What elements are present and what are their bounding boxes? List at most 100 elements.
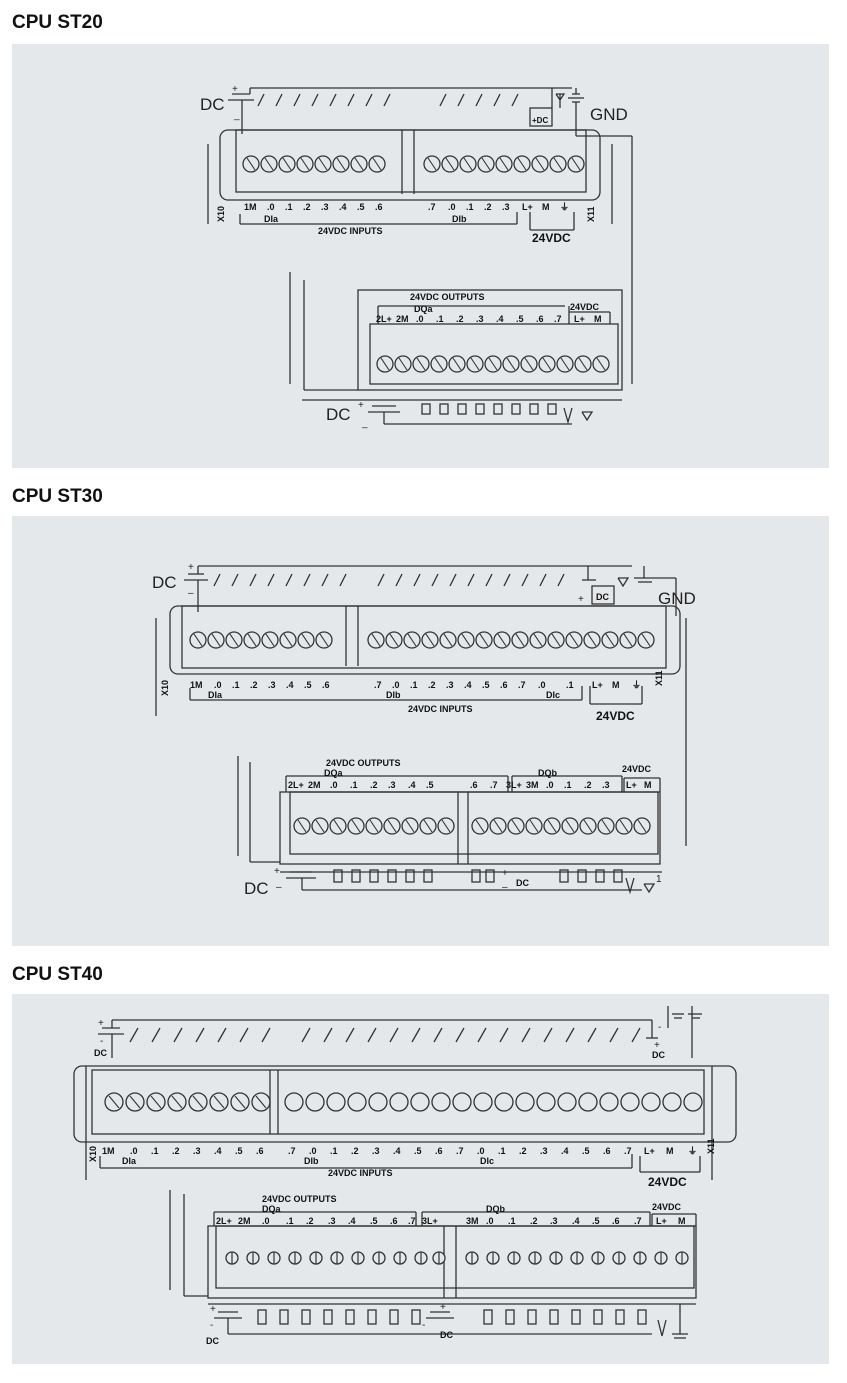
conn-left-label: X10 [216, 206, 226, 222]
screw-row-bottom-st20 [376, 355, 610, 373]
terminal-label: .2 [530, 1216, 538, 1226]
bottom-supply-minus: - [210, 1320, 213, 1331]
terminal-label: .1 [564, 780, 572, 790]
terminal-label: .6 [435, 1146, 443, 1156]
mid-dc-label: DC [440, 1330, 453, 1340]
terminal-label: .1 [232, 680, 240, 690]
terminal-label: .4 [572, 1216, 580, 1226]
screw-row-top-st40 [104, 1092, 703, 1112]
terminal-label: .4 [348, 1216, 356, 1226]
screw-row-top-st30 [189, 631, 655, 649]
terminal-label: 3L+ [506, 780, 522, 790]
wiring-diagram-st30: DC + – DC + GND X10 X11 1M .0 .1 .2 .3 .… [12, 516, 829, 946]
inputs-label: 24VDC INPUTS [318, 226, 383, 236]
terminal-label: 2M [308, 780, 321, 790]
terminal-label: M [594, 314, 602, 324]
terminal-label: M [542, 202, 550, 212]
terminal-label: .0 [267, 202, 275, 212]
footnote-marker: 1 [656, 874, 662, 885]
bottom-power-label: 24VDC [570, 302, 600, 312]
top-supply-label: DC [152, 573, 177, 592]
terminal-label: .0 [486, 1216, 494, 1226]
terminal-label: .4 [464, 680, 472, 690]
terminal-label: .7 [518, 680, 526, 690]
terminal-label: 2M [396, 314, 409, 324]
screw-row-top-st20 [242, 155, 585, 173]
terminal-label: .5 [304, 680, 312, 690]
terminal-label: L+ [592, 680, 603, 690]
conn-right-label: X11 [654, 670, 664, 686]
terminal-label: .3 [193, 1146, 201, 1156]
conn-left-label: X10 [160, 680, 170, 696]
outputs-label: 24VDC OUTPUTS [410, 292, 485, 302]
terminal-label: .0 [477, 1146, 485, 1156]
top-dc-box: DC [596, 592, 609, 602]
bottom-supply-label: DC [206, 1336, 219, 1346]
terminal-label: .5 [235, 1146, 243, 1156]
terminal-label: M [678, 1216, 686, 1226]
terminal-label: .5 [357, 202, 365, 212]
terminal-label: .7 [490, 780, 498, 790]
terminal-label: .3 [268, 680, 276, 690]
group-a-label: DIa [122, 1156, 137, 1166]
terminal-label: .3 [321, 202, 329, 212]
terminal-label: .5 [426, 780, 434, 790]
terminal-label: .1 [436, 314, 444, 324]
terminal-label: .6 [536, 314, 544, 324]
terminal-label: .3 [540, 1146, 548, 1156]
terminal-label: .0 [416, 314, 424, 324]
top-terminal-labels: 1M .0 .1 .2 .3 .4 .5 .6 .7 .0 .1 .2 .3 L… [244, 202, 569, 212]
terminal-label: .5 [516, 314, 524, 324]
inputs-label: 24VDC INPUTS [328, 1168, 393, 1178]
terminal-label: .7 [408, 1216, 416, 1226]
terminal-label: .0 [546, 780, 554, 790]
terminal-label: ⏚ [632, 680, 641, 690]
terminal-label: .3 [476, 314, 484, 324]
terminal-label: .5 [370, 1216, 378, 1226]
terminal-label: .4 [339, 202, 347, 212]
terminal-label: M [644, 780, 652, 790]
terminal-label: .0 [330, 780, 338, 790]
terminal-label: L+ [626, 780, 637, 790]
mid-dc-plus: + [502, 868, 508, 879]
top-terminal-labels: 1M .0 .1 .2 .3 .4 .5 .6 .7 .0 .1 .2 .3 .… [190, 680, 641, 690]
power-label: 24VDC [532, 231, 571, 245]
group-c-label: DIc [546, 690, 560, 700]
top-supply-plus: + [188, 562, 194, 573]
bottom-terminal-labels: 2L+ 2M .0 .1 .2 .3 .4 .5 .6 .7 3L+ 3M .0… [288, 780, 652, 790]
terminal-label: 3M [526, 780, 539, 790]
terminal-label: .2 [172, 1146, 180, 1156]
bottom-terminal-labels: 2L+ 2M .0 .1 .2 .3 .4 .5 .6 .7 L+ M [376, 314, 602, 324]
terminal-label: 1M [102, 1146, 115, 1156]
terminal-label: .4 [408, 780, 416, 790]
inputs-label: 24VDC INPUTS [408, 704, 473, 714]
terminal-label: .2 [306, 1216, 314, 1226]
terminal-label: .5 [592, 1216, 600, 1226]
terminal-label: 2L+ [376, 314, 392, 324]
terminal-label: .4 [393, 1146, 401, 1156]
terminal-label: .7 [456, 1146, 464, 1156]
terminal-label: .1 [466, 202, 474, 212]
terminal-label: L+ [644, 1146, 655, 1156]
top-dc-box: +DC [532, 116, 548, 125]
bottom-supply-label: DC [244, 879, 269, 898]
diagram-svg-st30: DC + – DC + GND X10 X11 1M .0 .1 .2 .3 .… [152, 562, 696, 898]
power-label: 24VDC [596, 709, 635, 723]
terminal-label: .2 [584, 780, 592, 790]
power-label: 24VDC [648, 1175, 687, 1189]
terminal-label: .0 [392, 680, 400, 690]
terminal-label: .2 [303, 202, 311, 212]
mid-dc-minus: – [502, 882, 508, 893]
terminal-label: 2M [238, 1216, 251, 1226]
terminal-label: .6 [603, 1146, 611, 1156]
bottom-supply-plus: + [358, 400, 364, 411]
top-supply-plus: + [232, 84, 238, 95]
terminal-label: .4 [286, 680, 294, 690]
top-supply-minus: – [188, 588, 194, 599]
terminal-label: .6 [470, 780, 478, 790]
screw-row-bottom-st40 [225, 1251, 689, 1265]
terminal-label: .0 [309, 1146, 317, 1156]
group-dqb-label: DQb [538, 768, 558, 778]
terminal-label: 2L+ [216, 1216, 232, 1226]
outputs-label: 24VDC OUTPUTS [262, 1194, 337, 1204]
